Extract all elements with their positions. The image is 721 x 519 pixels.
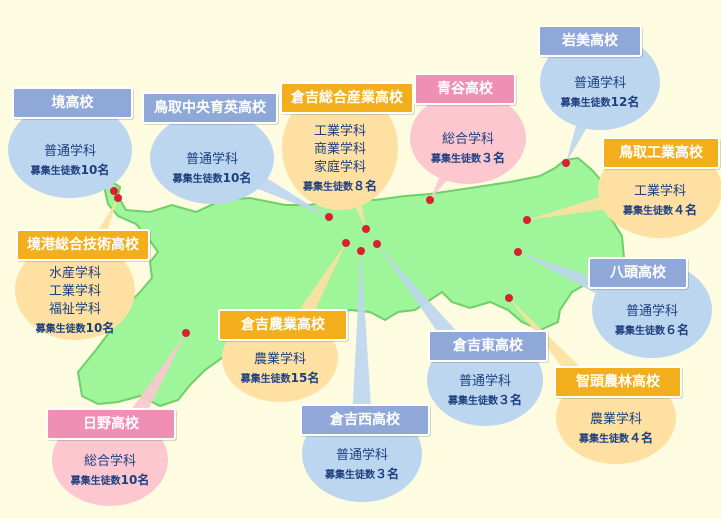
school-info: 水産学科工業学科福祉学科募集生徒数10名 — [15, 265, 135, 339]
recruit-count: 募集生徒数10名 — [35, 321, 115, 335]
school-bubble — [15, 240, 135, 340]
subject-label: 普通学科 — [43, 144, 96, 159]
subject-label: 農業学科 — [253, 352, 306, 367]
school-location-dot[interactable] — [342, 239, 350, 247]
school-location-dot[interactable] — [426, 196, 434, 204]
school-bubble — [540, 34, 660, 130]
school-location-dot[interactable] — [514, 248, 522, 256]
school-location-dot[interactable] — [562, 159, 570, 167]
school-info: 工業学科商業学科家庭学科募集生徒数８名 — [280, 123, 400, 197]
subject-label: 工業学科 — [633, 184, 686, 199]
recruit-count: 募集生徒数10名 — [172, 171, 252, 185]
subject-label: 農業学科 — [589, 412, 642, 427]
subject-label: 福祉学科 — [48, 302, 101, 317]
school-name-tag[interactable]: 青谷高校 — [414, 73, 516, 105]
school-location-dot[interactable] — [505, 294, 513, 302]
school-info: 普通学科募集生徒数10名 — [10, 143, 130, 181]
school-info: 普通学科募集生徒数３名 — [425, 373, 545, 411]
subject-label: 商業学科 — [313, 142, 366, 157]
school-name-tag[interactable]: 倉吉農業高校 — [218, 309, 348, 341]
recruit-count: 募集生徒数４名 — [622, 203, 698, 217]
recruit-count: 募集生徒数３名 — [447, 393, 523, 407]
recruit-count: 募集生徒数10名 — [70, 473, 150, 487]
school-location-dot[interactable] — [373, 240, 381, 248]
subject-label: 普通学科 — [185, 152, 238, 167]
subject-label: 普通学科 — [625, 304, 678, 319]
recruit-count: 募集生徒数８名 — [302, 179, 378, 193]
subject-label: 工業学科 — [48, 284, 101, 299]
school-info: 農業学科募集生徒数15名 — [220, 351, 340, 389]
subject-label: 工業学科 — [313, 124, 366, 139]
school-location-dot[interactable] — [182, 329, 190, 337]
school-location-dot[interactable] — [357, 247, 365, 255]
subject-label: 家庭学科 — [313, 160, 366, 175]
recruit-count: 募集生徒数６名 — [614, 323, 690, 337]
school-info: 普通学科募集生徒数10名 — [152, 151, 272, 189]
school-info: 普通学科募集生徒数６名 — [592, 303, 712, 341]
subject-label: 普通学科 — [573, 76, 626, 91]
school-info: 普通学科募集生徒数12名 — [540, 75, 660, 113]
school-name-tag[interactable]: 倉吉東高校 — [428, 330, 548, 362]
school-bubble — [8, 102, 132, 198]
recruit-count: 募集生徒数３名 — [324, 467, 400, 481]
recruit-count: 募集生徒数15名 — [240, 371, 320, 385]
school-info: 普通学科募集生徒数３名 — [302, 447, 422, 485]
school-info: 農業学科募集生徒数４名 — [556, 411, 676, 449]
school-name-tag[interactable]: 鳥取中央育英高校 — [142, 92, 278, 124]
school-bubble — [150, 112, 274, 204]
school-name-tag[interactable]: 鳥取工業高校 — [602, 137, 720, 169]
school-info: 総合学科募集生徒数３名 — [408, 131, 528, 169]
subject-label: 普通学科 — [458, 374, 511, 389]
school-name-tag[interactable]: 岩美高校 — [538, 25, 642, 57]
school-info: 工業学科募集生徒数４名 — [600, 183, 720, 221]
subject-label: 水産学科 — [48, 266, 101, 281]
school-name-tag[interactable]: 日野高校 — [46, 408, 176, 440]
school-name-tag[interactable]: 倉吉西高校 — [300, 404, 430, 436]
subject-label: 普通学科 — [335, 448, 388, 463]
school-location-dot[interactable] — [110, 187, 118, 195]
school-info: 総合学科募集生徒数10名 — [50, 453, 170, 491]
recruit-count: 募集生徒数10名 — [30, 163, 110, 177]
subject-label: 総合学科 — [441, 132, 494, 147]
school-location-dot[interactable] — [523, 216, 531, 224]
callout-tail — [350, 251, 374, 455]
school-location-dot[interactable] — [362, 225, 370, 233]
school-location-dot[interactable] — [114, 194, 122, 202]
subject-label: 総合学科 — [83, 454, 136, 469]
school-bubble — [410, 92, 526, 184]
school-location-dot[interactable] — [325, 213, 333, 221]
school-name-tag[interactable]: 境高校 — [12, 87, 133, 119]
school-name-tag[interactable]: 境港総合技術高校 — [16, 229, 150, 261]
recruit-count: 募集生徒数12名 — [560, 95, 640, 109]
school-name-tag[interactable]: 智頭農林高校 — [554, 366, 682, 398]
recruit-count: 募集生徒数４名 — [578, 431, 654, 445]
school-name-tag[interactable]: 倉吉総合産業高校 — [280, 82, 414, 114]
school-name-tag[interactable]: 八頭高校 — [588, 257, 688, 289]
recruit-count: 募集生徒数３名 — [430, 151, 506, 165]
school-bubble — [282, 86, 398, 210]
